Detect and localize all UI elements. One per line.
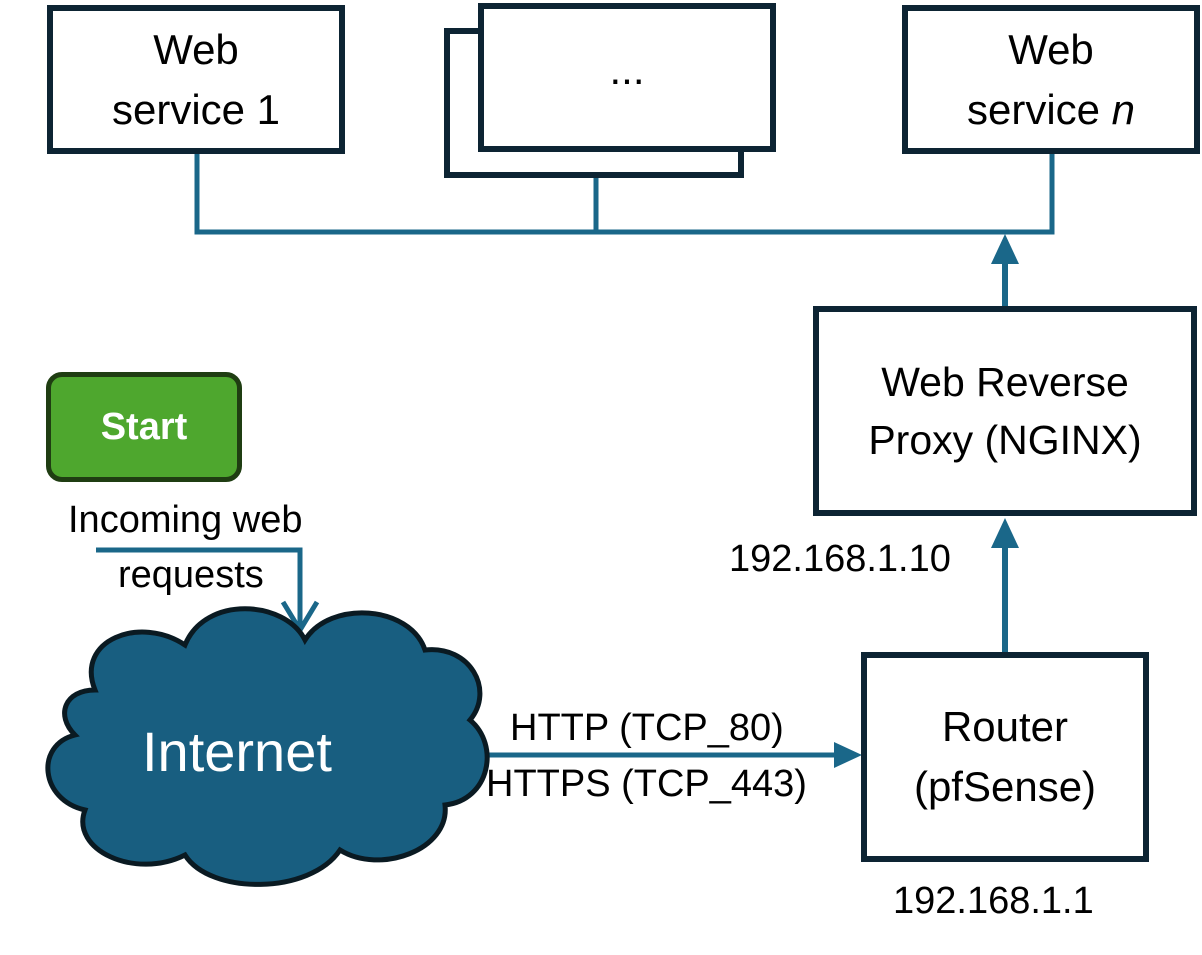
incoming-caption-line2: requests xyxy=(118,554,264,596)
router-box: Router (pfSense) xyxy=(861,652,1149,862)
router-line2: (pfSense) xyxy=(913,763,1097,810)
proxy-ip-label: 192.168.1.10 xyxy=(729,538,951,580)
start-label: Start xyxy=(100,405,188,448)
https-label: HTTPS (TCP_443) xyxy=(486,763,807,805)
reverse-proxy-box: Web Reverse Proxy (NGINX) xyxy=(813,306,1197,516)
web-service-n-line1: Web xyxy=(1008,25,1094,73)
web-service-1-box: Web service 1 xyxy=(47,5,345,154)
web-service-1-line2: service 1 xyxy=(111,85,281,133)
internet-to-router-arrowhead xyxy=(834,742,862,768)
web-service-n-italic: n xyxy=(1111,85,1136,133)
reverse-proxy-line2: Proxy (NGINX) xyxy=(868,417,1142,463)
stacked-service-front-box: ... xyxy=(478,3,776,152)
router-line1: Router xyxy=(941,703,1069,751)
incoming-requests-line xyxy=(96,547,303,626)
service-bus-line xyxy=(194,148,1055,235)
incoming-caption-line1: Incoming web xyxy=(68,499,303,541)
reverse-proxy-line1: Web Reverse xyxy=(881,358,1129,405)
stacked-service-ellipsis: ... xyxy=(609,45,645,93)
router-to-proxy-arrowhead xyxy=(991,518,1019,548)
http-label: HTTP (TCP_80) xyxy=(510,707,784,749)
web-service-n-box: Web service n xyxy=(902,5,1200,154)
internet-label: Internet xyxy=(142,720,332,783)
internet-cloud-icon xyxy=(45,606,490,887)
web-service-n-prefix: service xyxy=(966,85,1112,133)
start-badge: Start xyxy=(46,372,242,482)
router-ip-label: 192.168.1.1 xyxy=(893,880,1094,922)
proxy-to-bus-arrowhead xyxy=(991,234,1019,264)
web-service-1-line1: Web xyxy=(153,25,239,73)
web-service-n-line2: service n xyxy=(967,80,1135,140)
